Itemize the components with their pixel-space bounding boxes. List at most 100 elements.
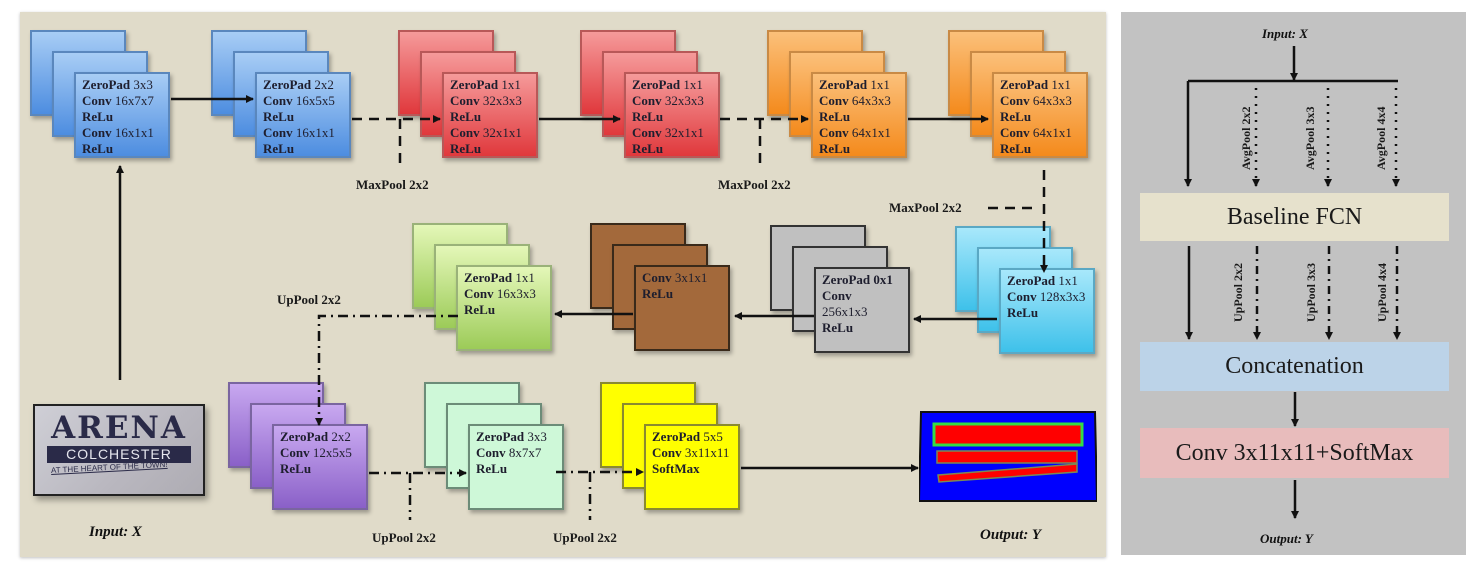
layer-op-line: ReLu [82,109,168,125]
layer-op-param: 32x1x1 [482,125,522,140]
layer-op-name: ZeroPad [819,77,868,92]
layer-op-line: Conv 16x3x3 [464,286,550,302]
layer-op-line: ReLu [819,109,905,125]
layer-op-param: 16x7x7 [114,93,154,108]
layer-op-name: Conv [82,93,112,108]
layer-op-name: Conv [280,445,310,460]
input-label: Input: X [89,524,142,540]
layer-op-line: ZeroPad 1x1 [819,77,905,93]
layer-op-line: ReLu [263,141,349,157]
layer-op-line: Conv 16x7x7 [82,93,168,109]
final-conv-softmax-box: Conv 3x11x11+SoftMax [1140,428,1449,478]
layer-op-name: Conv [652,445,682,460]
layer-op-line: ReLu [819,141,905,157]
layer-op-param: 64x1x1 [1032,125,1072,140]
layer-op-name: Conv [1000,93,1030,108]
layer-op-param: 32x3x3 [482,93,522,108]
avgpool-label-3x3: AvgPool 3x3 [1303,106,1317,170]
layer-op-line: ReLu [1007,305,1093,321]
layer-op-line: Conv 32x3x3 [632,93,718,109]
uppool-side-label-3x3: UpPool 3x3 [1304,262,1318,322]
layer-op-line: ReLu [82,141,168,157]
layer-op-name: SoftMax [652,461,700,476]
layer-op-line: ZeroPad 2x2 [263,77,349,93]
layer-op-name: ReLu [1000,109,1032,124]
avgpool-label-2x2: AvgPool 2x2 [1239,106,1253,170]
output-label: Output: Y [980,527,1041,543]
layer-op-line: Conv 64x1x1 [819,125,905,141]
layer-op-param: 256x1x3 [822,304,868,319]
layer-op-name: ReLu [280,461,312,476]
layer-op-name: ZeroPad [280,429,329,444]
layer-op-name: Conv [642,270,672,285]
layer-op-line: Conv 64x1x1 [1000,125,1086,141]
layer-op-name: ZeroPad [450,77,499,92]
layer-op-name: Conv [263,93,293,108]
layer-op-line: ReLu [822,320,908,336]
layer-op-line: ZeroPad 2x2 [280,429,366,445]
layer-op-name: Conv [632,93,662,108]
layer-op-name: ReLu [1007,305,1039,320]
layer-op-param: 16x1x1 [295,125,335,140]
layer-op-name: ZeroPad [1000,77,1049,92]
layer-op-name: ReLu [819,141,851,156]
layer-op-line: SoftMax [652,461,738,477]
maxpool-label-3: MaxPool 2x2 [889,200,962,215]
layer-op-name: ReLu [464,302,496,317]
layer-op-param: 128x3x3 [1039,289,1086,304]
layer-op-name: Conv [1000,125,1030,140]
layer-op-name: Conv [82,125,112,140]
output-region-1 [932,422,1084,447]
layer-op-line: ZeroPad 1x1 [464,270,550,286]
layer-op-param: 64x3x3 [851,93,891,108]
input-image: ARENA COLCHESTER AT THE HEART OF THE TOW… [33,404,205,496]
layer-op-name: Conv [819,93,849,108]
layer-op-param: 1x1 [1051,77,1071,92]
layer-op-name: Conv [450,93,480,108]
layer-op-param: 8x7x7 [508,445,542,460]
layer-op-line: Conv 16x1x1 [82,125,168,141]
layer-op-line: ZeroPad 5x5 [652,429,738,445]
side-output-label: Output: Y [1260,531,1313,546]
layer-op-name: ReLu [476,461,508,476]
layer-op-name: ZeroPad [476,429,525,444]
layer-op-param: 3x3 [133,77,153,92]
layer-op-line: ReLu [1000,109,1086,125]
layer-op-line: ZeroPad 0x1 [822,272,908,288]
layer-op-param: 32x3x3 [664,93,704,108]
output-region-3 [937,463,1078,483]
layer-op-line: ReLu [280,461,366,477]
layer-op-param: 64x3x3 [1032,93,1072,108]
layer-op-line: Conv 12x5x5 [280,445,366,461]
layer-op-line: ReLu [450,141,536,157]
layer-op-name: Conv [819,125,849,140]
layer-op-line: Conv 16x1x1 [263,125,349,141]
layer-op-line: ReLu [450,109,536,125]
layer-op-line: ZeroPad 1x1 [1000,77,1086,93]
layer-op-param: 64x1x1 [851,125,891,140]
layer-op-line: ZeroPad 3x3 [476,429,562,445]
layer-op-name: ReLu [82,109,114,124]
layer-op-name: Conv [476,445,506,460]
layer-op-line: ZeroPad 1x1 [1007,273,1093,289]
layer-op-param: 16x5x5 [295,93,335,108]
maxpool-label-2: MaxPool 2x2 [718,177,791,192]
layer-op-param: 5x5 [703,429,723,444]
layer-op-name: ZeroPad [632,77,681,92]
layer-op-param: 3x3 [527,429,547,444]
layer-op-param: 2x2 [331,429,351,444]
uppool-label-1: UpPool 2x2 [277,292,341,307]
layer-op-name: Conv [263,125,293,140]
layer-op-line: Conv 128x3x3 [1007,289,1093,305]
layer-op-line: Conv 32x1x1 [450,125,536,141]
layer-op-line: ReLu [464,302,550,318]
layer-op-param: 3x11x11 [684,445,730,460]
layer-op-param: 32x1x1 [664,125,704,140]
avgpool-label-4x4: AvgPool 4x4 [1374,106,1388,170]
layer-op-name: ZeroPad [82,77,131,92]
